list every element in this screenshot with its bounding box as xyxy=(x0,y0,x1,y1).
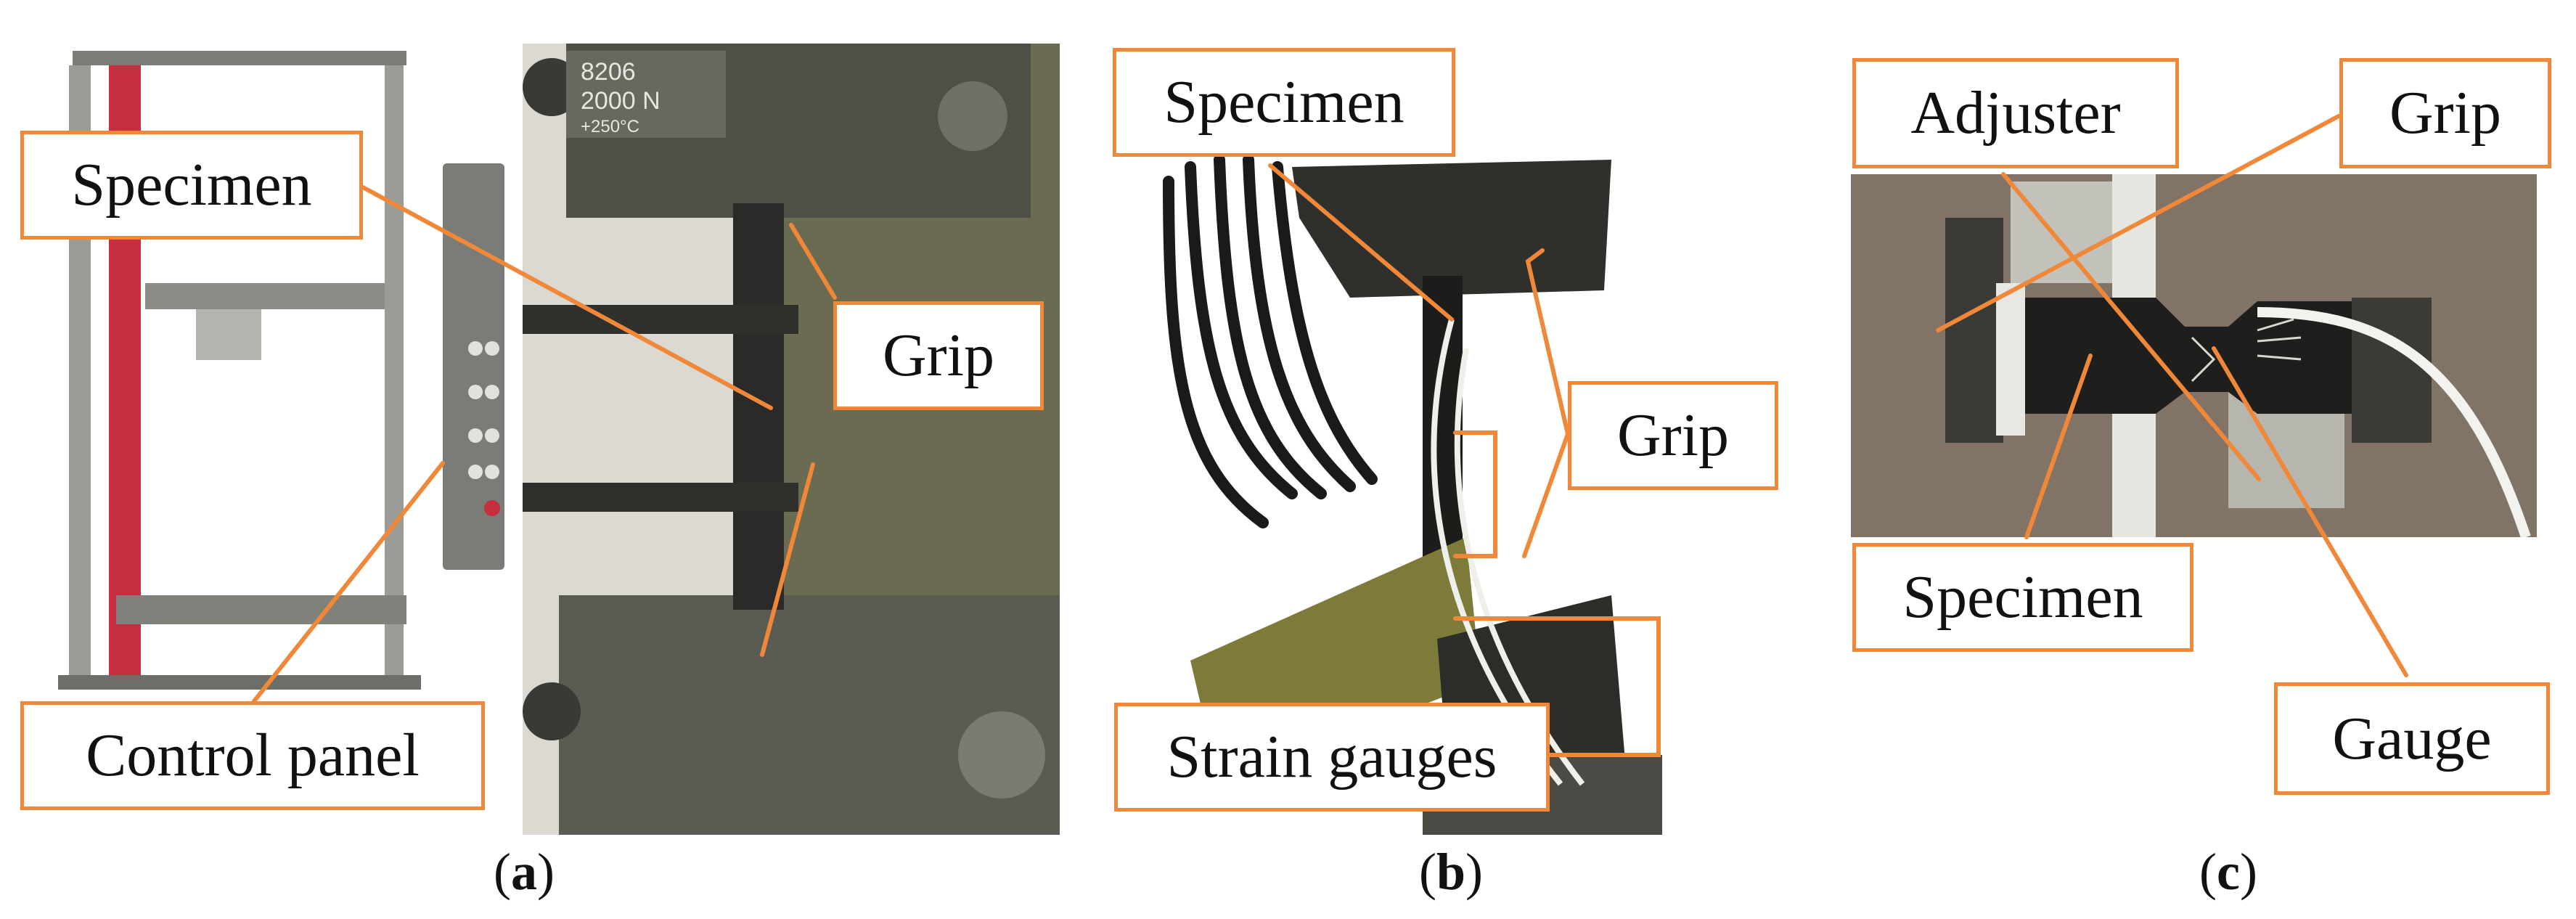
leader-line-c-gauge xyxy=(2212,346,2408,677)
callout-c-gauge: Gauge xyxy=(2274,682,2550,795)
grip-capacity-marking: 2000 N xyxy=(581,87,661,115)
callout-a-control-panel: Control panel xyxy=(20,701,485,810)
leader-line-b-grip-top xyxy=(1525,248,1570,436)
callout-b-grip: Grip xyxy=(1568,381,1778,490)
leader-line-a-grip-bottom xyxy=(760,462,815,657)
tensile-machine-photo: 8206 2000 N +250°C xyxy=(0,0,1060,835)
leader-line-c-adjuster xyxy=(2001,172,2261,481)
grip-temperature-marking: +250°C xyxy=(581,117,639,136)
leader-line-c-specimen xyxy=(2024,354,2093,539)
callout-a-grip: Grip xyxy=(833,301,1044,410)
callout-c-grip: Grip xyxy=(2339,58,2551,168)
leader-line-a-control-panel xyxy=(252,461,445,703)
caption-b: (b) xyxy=(1419,843,1484,901)
leader-line-a-specimen xyxy=(361,185,773,410)
leader-bracket-b-gauge-lower xyxy=(1453,616,1661,757)
leader-line-b-specimen xyxy=(1268,163,1454,322)
grip-model-marking: 8206 xyxy=(581,58,636,86)
leader-bracket-b-gauge-upper xyxy=(1453,430,1497,558)
callout-a-specimen: Specimen xyxy=(20,131,363,240)
leader-line-b-grip-bottom xyxy=(1522,432,1570,558)
callout-b-specimen: Specimen xyxy=(1113,48,1455,157)
callout-c-adjuster: Adjuster xyxy=(1852,58,2179,168)
caption-a: (a) xyxy=(494,843,555,901)
photo-panel-a: 8206 2000 N +250°C xyxy=(0,0,1060,835)
leader-line-a-grip-top xyxy=(789,223,837,300)
leader-line-c-grip xyxy=(1936,114,2341,332)
callout-c-specimen: Specimen xyxy=(1852,543,2193,652)
caption-c: (c) xyxy=(2199,843,2257,901)
callout-b-strain-gauges: Strain gauges xyxy=(1114,703,1550,812)
